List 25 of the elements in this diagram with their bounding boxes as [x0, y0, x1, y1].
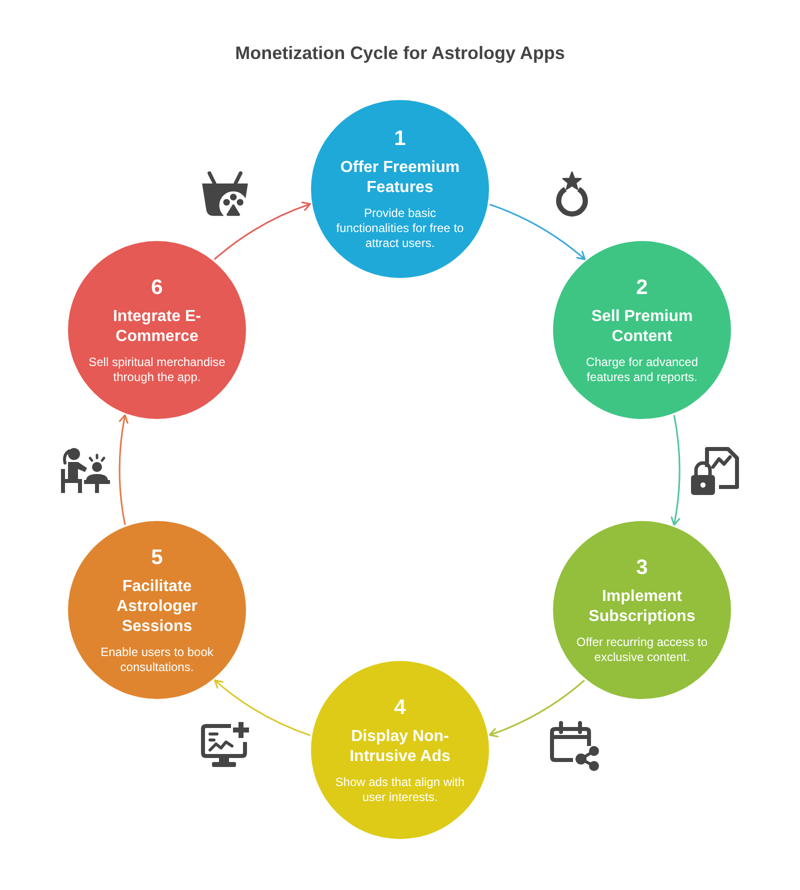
- step-number: 2: [636, 276, 648, 300]
- step-description: Enable users to book consultations.: [100, 644, 214, 674]
- step-title: Facilitate Astrologer Sessions: [116, 576, 198, 636]
- step-title: Sell Premium Content: [590, 306, 694, 346]
- step-description: Offer recurring access to exclusive content.: [575, 634, 709, 664]
- step-number: 3: [636, 556, 648, 580]
- cycle-arrow: [214, 680, 310, 736]
- step-description: Provide basic functionalities for free to attract users.: [335, 206, 465, 251]
- step-number: 5: [151, 546, 163, 570]
- step-description: Show ads that align with user interests.: [334, 774, 466, 804]
- step-number: 6: [151, 276, 163, 300]
- cycle-arrow: [670, 414, 680, 526]
- step-description: Sell spiritual merchandise through the app.: [88, 354, 226, 384]
- step-title: Integrate E-Commerce: [112, 306, 202, 346]
- cycle-arrow: [118, 414, 129, 525]
- cycle-arrow: [489, 680, 585, 737]
- step-title: Implement Subscriptions: [588, 586, 696, 626]
- step-number: 4: [394, 696, 406, 720]
- step-description: Charge for advanced features and reports.: [584, 354, 700, 384]
- step-title: Display Non-Intrusive Ads: [348, 726, 452, 766]
- step-number: 1: [394, 127, 406, 151]
- diagram-title: Monetization Cycle for Astrology Apps: [235, 43, 565, 64]
- step-title: Offer Freemium Features: [339, 158, 461, 198]
- cycle-arrow: [490, 204, 586, 260]
- cycle-arrow: [214, 202, 311, 260]
